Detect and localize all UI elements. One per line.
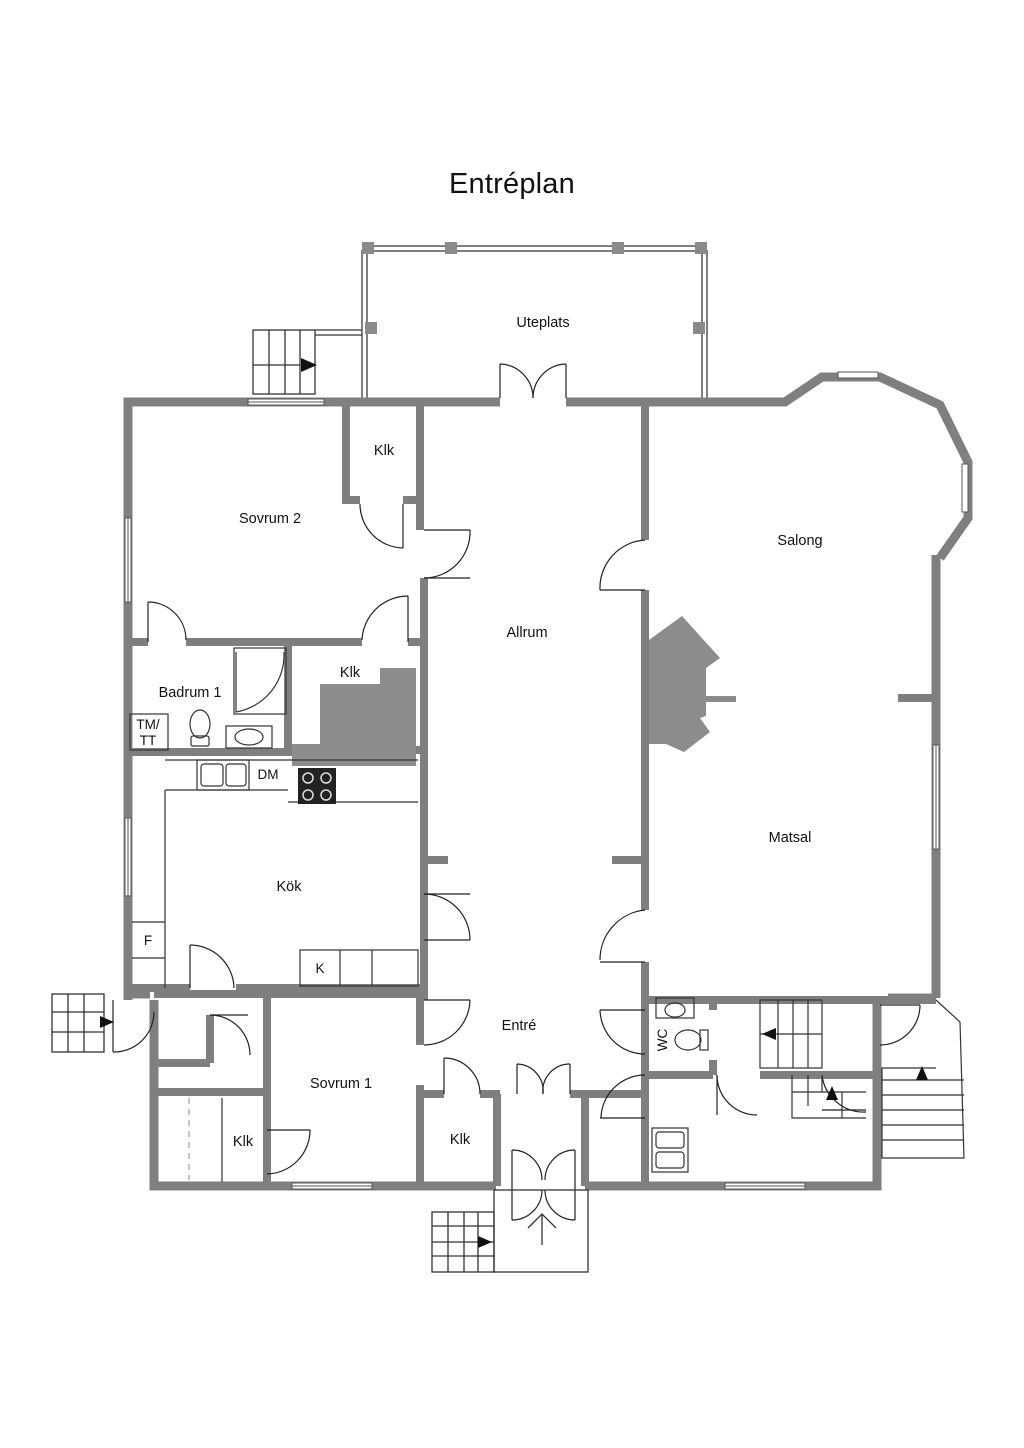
- label-entre: Entré: [502, 1018, 537, 1034]
- label-f: F: [144, 933, 152, 948]
- chimney-block: [292, 668, 416, 766]
- stair-interior: [759, 999, 866, 1119]
- stove: [298, 768, 336, 804]
- label-sovrum1: Sovrum 1: [310, 1076, 372, 1092]
- label-klk-bl: Klk: [233, 1134, 254, 1150]
- doors: [112, 363, 921, 1221]
- exterior-walls: [123, 372, 973, 1191]
- plan-title: Entréplan: [449, 168, 575, 200]
- label-uteplats: Uteplats: [516, 315, 569, 331]
- stair-entrance: [431, 1189, 589, 1273]
- stair-left: [51, 993, 105, 1053]
- label-klk-top: Klk: [374, 443, 395, 459]
- label-tt: TT: [140, 733, 157, 748]
- label-matsal: Matsal: [769, 830, 812, 846]
- fireplace: [649, 616, 736, 752]
- terrace-posts: [362, 242, 707, 334]
- label-wc: WC: [655, 1029, 670, 1052]
- label-dm: DM: [258, 767, 279, 782]
- room-labels: Uteplats Klk Sovrum 2 Salong Allrum Klk …: [159, 315, 823, 1150]
- label-sovrum2: Sovrum 2: [239, 511, 301, 527]
- stair-top-left: [252, 329, 362, 395]
- terrace: [361, 245, 708, 398]
- label-klk-mid: Klk: [340, 665, 361, 681]
- bathroom-fixtures: [129, 647, 709, 1173]
- stair-arrow: [301, 358, 317, 372]
- stair-left-arrow: [100, 1016, 114, 1028]
- label-k: K: [315, 961, 324, 976]
- stair-interior-arrow-2: [826, 1086, 838, 1100]
- fixture-labels: TM/ TT DM F K: [136, 717, 324, 976]
- label-klk-entre: Klk: [450, 1132, 471, 1148]
- label-kok: Kök: [277, 879, 303, 895]
- label-badrum1: Badrum 1: [159, 685, 222, 701]
- label-tm: TM/: [136, 717, 159, 732]
- windows: [124, 371, 969, 1190]
- stair-right-arrow: [916, 1066, 928, 1080]
- label-allrum: Allrum: [506, 625, 547, 641]
- stair-interior-arrow-1: [762, 1028, 776, 1040]
- label-salong: Salong: [777, 533, 822, 549]
- kitchen-counter: [132, 759, 419, 988]
- stair-entrance-arrow: [478, 1236, 492, 1248]
